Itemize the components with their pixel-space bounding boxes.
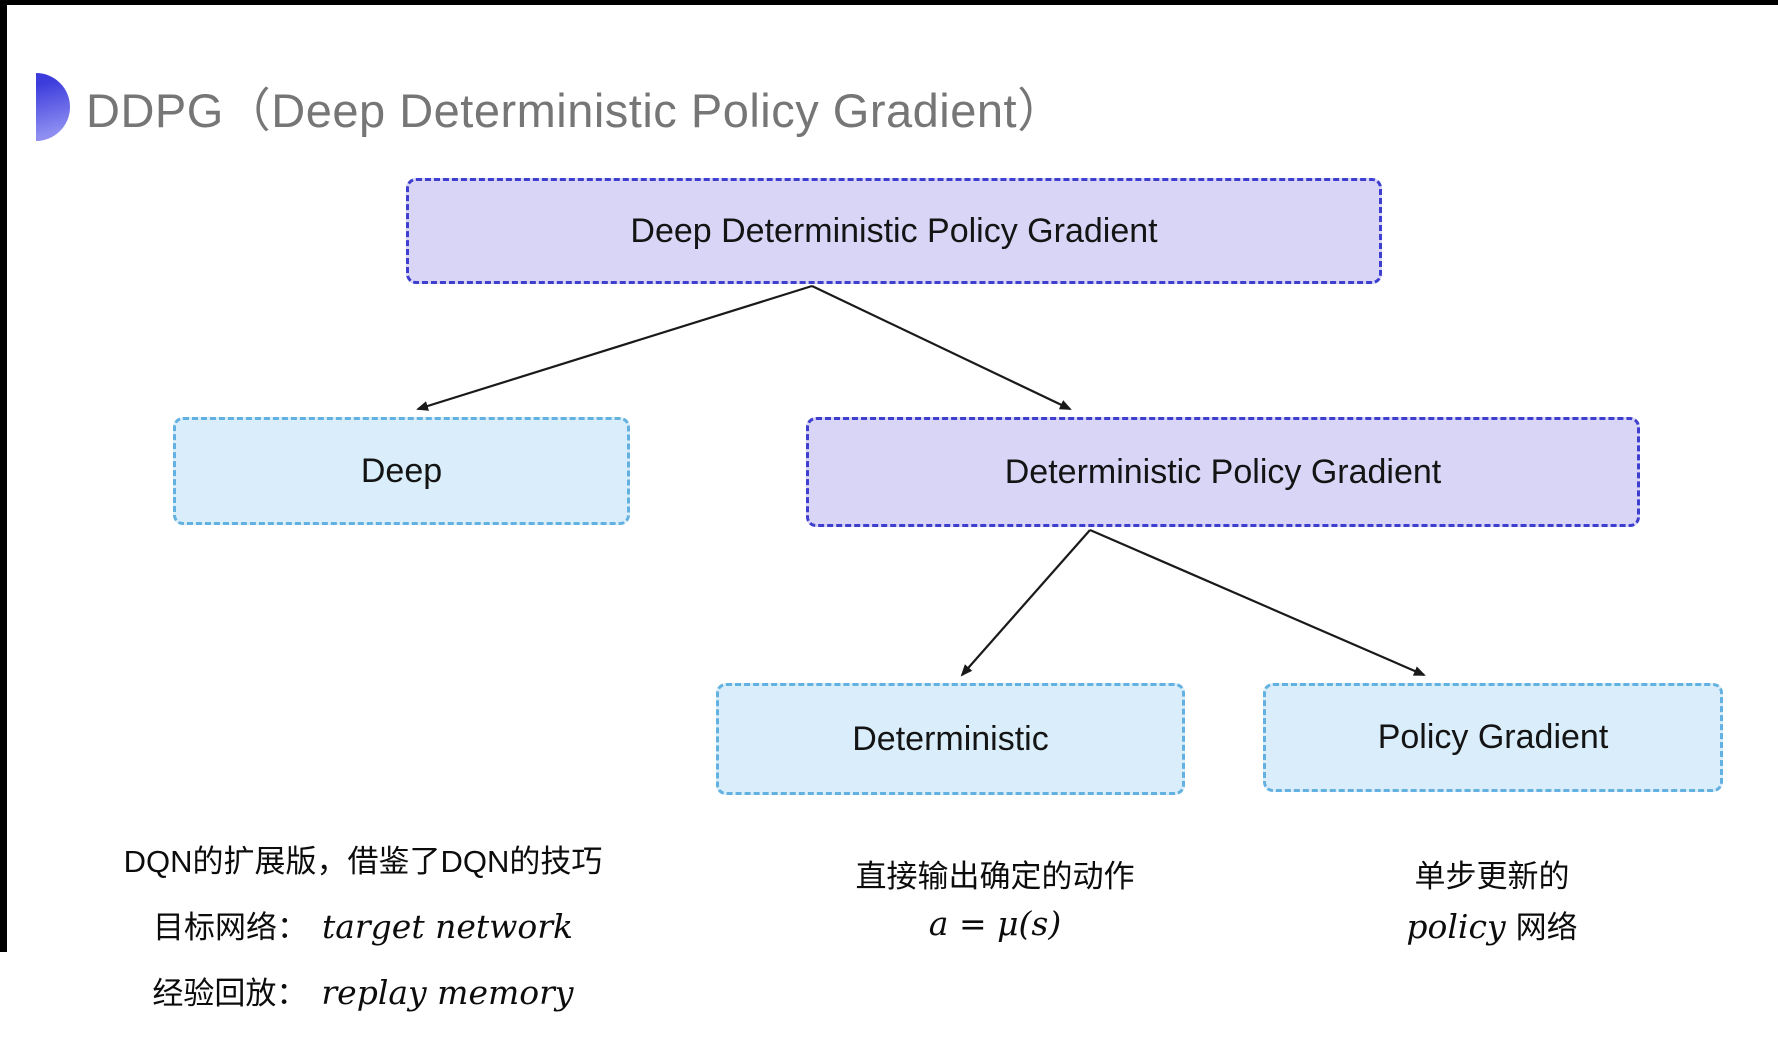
node-policy-gradient: Policy Gradient <box>1263 683 1723 792</box>
note-policy-gradient-line2-label: 网络 <box>1515 910 1578 945</box>
node-label: Deep Deterministic Policy Gradient <box>630 211 1158 250</box>
node-label: Deterministic <box>852 719 1049 758</box>
note-deep-line2-label: 目标网络： <box>152 910 308 945</box>
note-policy-gradient-line2: policy 网络 <box>1292 902 1692 947</box>
node-label: Deterministic Policy Gradient <box>1004 452 1442 491</box>
note-deep-line2: 目标网络： target network <box>118 902 608 947</box>
note-deep-line2-term: target network <box>321 907 574 946</box>
page-title: DDPG（Deep Deterministic Policy Gradient） <box>86 84 1065 137</box>
window-edge-top <box>0 0 1778 5</box>
window-edge-left <box>0 0 7 952</box>
title-row: DDPG（Deep Deterministic Policy Gradient） <box>36 72 1065 141</box>
arrow-root-to-dpg <box>811 285 1072 410</box>
node-deterministic-policy-gradient: Deterministic Policy Gradient <box>806 417 1640 527</box>
node-deterministic: Deterministic <box>716 683 1185 795</box>
arrow-root-to-deep <box>416 284 813 411</box>
note-deterministic-branch: 直接输出确定的动作 a = μ(s) <box>795 851 1195 951</box>
node-label: Policy Gradient <box>1377 718 1609 756</box>
note-policy-gradient-line1: 单步更新的 <box>1414 859 1570 894</box>
arrow-dpg-to-deterministic <box>960 529 1091 677</box>
node-label: Deep <box>360 451 443 490</box>
note-deterministic-line1: 直接输出确定的动作 <box>855 859 1135 894</box>
title-bullet-icon <box>36 72 70 141</box>
note-deep-line3-label: 经验回放： <box>152 976 308 1011</box>
arrow-dpg-to-policy-gradient <box>1089 528 1426 677</box>
note-policy-gradient-line2-term: policy <box>1406 907 1506 946</box>
note-deep-branch: DQN的扩展版，借鉴了DQN的技巧 目标网络： target network 经验… <box>118 836 608 1034</box>
note-deep-line1: DQN的扩展版，借鉴了DQN的技巧 <box>123 844 603 879</box>
node-deep-deterministic-policy-gradient: Deep Deterministic Policy Gradient <box>406 178 1382 284</box>
note-deterministic-formula: a = μ(s) <box>928 904 1062 943</box>
note-deep-line3-term: replay memory <box>321 973 574 1012</box>
note-policy-gradient-branch: 单步更新的 policy 网络 <box>1292 851 1692 953</box>
node-deep: Deep <box>173 417 630 525</box>
note-deep-line3: 经验回放： replay memory <box>118 968 608 1013</box>
